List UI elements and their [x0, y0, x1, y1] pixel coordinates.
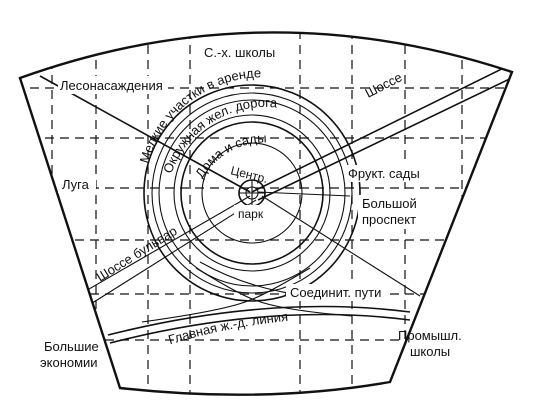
label-highway-top: Шоссе: [363, 69, 405, 100]
label-park: парк: [238, 207, 264, 221]
label-large-farms-1: Большие: [44, 339, 99, 354]
label-meadows: Луга: [62, 177, 90, 192]
road-to-highway-bottom: [69, 195, 251, 301]
labels: С.-х. школы Лесонасаждения Шоссе Мелкие …: [40, 42, 462, 370]
main-railway: [107, 305, 411, 344]
label-big-avenue-1: Большой: [362, 196, 417, 211]
road-to-forest: [39, 75, 251, 193]
label-orchards: Фрукт. сады: [348, 166, 420, 181]
road-to-avenue: [257, 191, 351, 197]
label-schools: С.-х. школы: [204, 45, 275, 60]
label-industrial-schools-1: Промышл.: [398, 328, 462, 343]
label-industrial-schools-2: школы: [410, 344, 450, 359]
road-to-highway-bottom-2: [77, 199, 257, 313]
label-forest: Лесонасаждения: [60, 78, 163, 93]
label-main-rail: Главная ж.-д. линия: [166, 309, 288, 347]
radial-roads: [39, 59, 512, 313]
concentric-rings: [143, 84, 361, 302]
label-big-avenue-2: проспект: [362, 212, 416, 227]
road-to-connecting-right: [261, 195, 421, 297]
label-large-farms-2: экономии: [40, 355, 98, 370]
label-connecting-tracks: Соединит. пути: [290, 285, 381, 300]
sector-outline: [18, 31, 514, 396]
road-to-highway-top-2: [257, 73, 512, 201]
